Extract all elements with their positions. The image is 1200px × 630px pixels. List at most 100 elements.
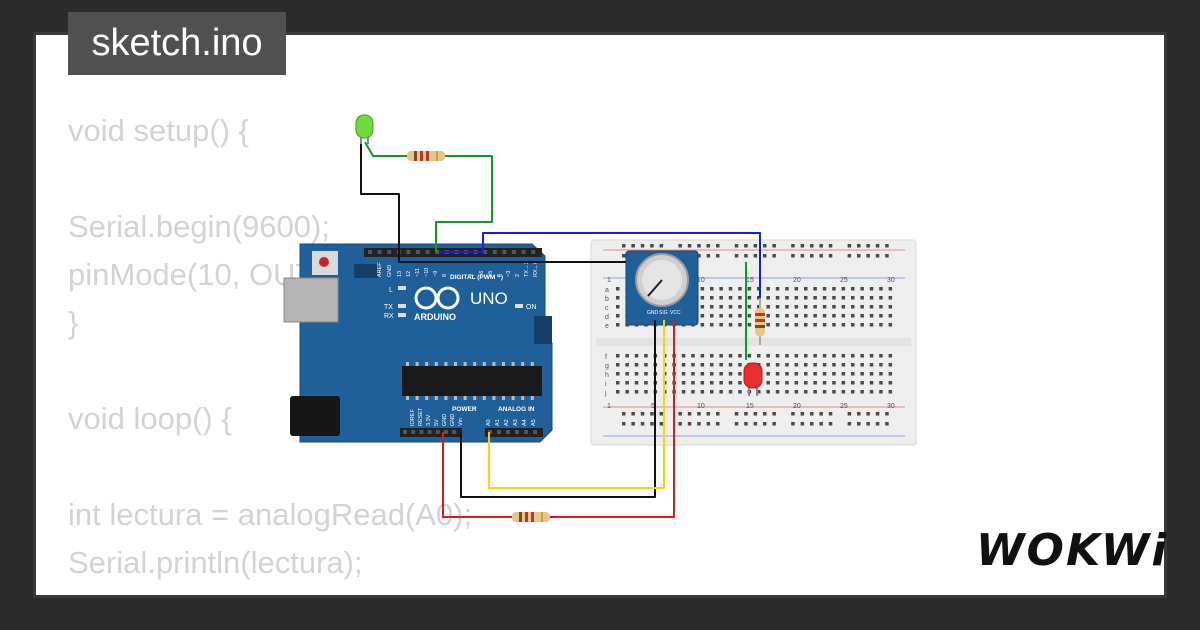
breadboard-rail-hole: [828, 244, 833, 248]
resistor-vertical[interactable]: [755, 298, 765, 345]
breadboard-hole: [832, 314, 836, 318]
breadboard-hole: [785, 381, 789, 385]
wire-blue[interactable]: [440, 232, 761, 298]
header-pin[interactable]: [502, 250, 507, 254]
breadboard-hole: [625, 354, 629, 358]
breadboard-rail-hole: [847, 422, 852, 426]
breadboard-rail-hole: [857, 244, 861, 248]
breadboard-hole: [775, 314, 780, 318]
wire-black-pot[interactable]: [460, 320, 656, 498]
breadboard-hole: [775, 296, 780, 300]
breadboard-hole: [841, 296, 846, 300]
breadboard-rail-hole: [716, 412, 720, 416]
header-pin[interactable]: [435, 250, 440, 254]
resistor-bottom[interactable]: [512, 512, 550, 522]
chip-leg: [463, 362, 467, 366]
header-pin[interactable]: [506, 430, 510, 434]
breadboard-hole: [766, 363, 770, 367]
breadboard-hole: [832, 390, 836, 394]
potentiometer[interactable]: GND SIG VCC: [625, 250, 699, 326]
breadboard-hole: [822, 390, 827, 394]
header-pin[interactable]: [515, 430, 519, 434]
header-pin[interactable]: [444, 430, 448, 434]
header-pin[interactable]: [419, 430, 424, 434]
header-pin[interactable]: [497, 430, 501, 434]
header-pin[interactable]: [533, 430, 537, 434]
breadboard-hole: [728, 287, 733, 291]
bb-col-label: 5: [651, 403, 655, 410]
breadboard-hole: [794, 314, 799, 318]
breadboard-hole: [681, 372, 686, 376]
breadboard-hole: [860, 390, 864, 394]
breadboard-hole: [691, 381, 695, 385]
header-pin[interactable]: [452, 430, 457, 434]
breadboard-hole: [700, 305, 705, 309]
wire-red-5v[interactable]: [442, 320, 675, 518]
bb-col-label: 1: [607, 277, 611, 284]
breadboard-hole: [747, 296, 752, 300]
arduino-uno[interactable]: UNO ARDUINO DIGITAL (PWM ~) POWER ANALOG…: [283, 243, 553, 443]
breadboard-hole: [804, 287, 808, 291]
breadboard-hole: [616, 354, 620, 358]
breadboard-hole: [747, 323, 752, 327]
chip-leg: [415, 362, 419, 366]
tx-led: [398, 304, 406, 308]
breadboard-hole: [804, 354, 808, 358]
breadboard-rail-hole: [810, 254, 814, 258]
pot-pin-label: VCC: [670, 310, 681, 316]
chip-leg: [511, 396, 515, 400]
reset-button[interactable]: [319, 257, 329, 267]
breadboard-hole: [700, 372, 705, 376]
breadboard-hole: [719, 305, 723, 309]
sketch-title[interactable]: sketch.ino: [68, 12, 286, 75]
breadboard-hole: [775, 354, 780, 358]
header-pin[interactable]: [416, 250, 420, 254]
bb-col-label: 20: [793, 403, 801, 410]
analog-pin-label: A4: [522, 419, 528, 426]
header-pin[interactable]: [531, 250, 536, 254]
breadboard-rail-hole: [875, 254, 880, 258]
header-pin[interactable]: [403, 430, 407, 434]
breadboard-rail-hole: [866, 422, 870, 426]
wire-yellow-a0[interactable]: [488, 320, 665, 489]
header-pin[interactable]: [521, 250, 526, 254]
breadboard-hole: [851, 381, 855, 385]
header-pin[interactable]: [368, 250, 372, 254]
breadboard-hole: [738, 296, 742, 300]
resistor-top[interactable]: [407, 151, 445, 161]
header-pin[interactable]: [406, 250, 411, 254]
breadboard-hole: [700, 381, 705, 385]
header-pin[interactable]: [492, 250, 497, 254]
code-line: void setup() {: [68, 113, 249, 148]
header-pin[interactable]: [387, 250, 392, 254]
digital-pin-label: TX→1: [524, 261, 530, 277]
breadboard-hole: [860, 381, 864, 385]
wire-black-gnd[interactable]: [360, 142, 626, 263]
header-pin[interactable]: [524, 430, 528, 434]
green-led[interactable]: [355, 114, 374, 144]
analog-pin-label: A0: [486, 419, 492, 426]
digital-pin-label: AREF: [377, 262, 383, 277]
breadboard-hole: [879, 287, 883, 291]
wire-green-led[interactable]: [364, 141, 493, 252]
header-pin[interactable]: [512, 250, 516, 254]
header-pin[interactable]: [411, 430, 416, 434]
header-pin[interactable]: [377, 250, 382, 254]
header-pin[interactable]: [435, 430, 440, 434]
chip-leg: [415, 396, 419, 400]
breadboard-hole: [738, 287, 742, 291]
red-led[interactable]: [743, 362, 763, 396]
breadboard-rail-hole: [885, 244, 889, 248]
header-pin[interactable]: [425, 250, 430, 254]
breadboard-rail-hole: [650, 244, 654, 248]
bb-col-label: 15: [746, 403, 754, 410]
breadboard-hole: [879, 296, 883, 300]
breadboard-hole: [832, 287, 836, 291]
breadboard-hole: [616, 363, 620, 367]
header-pin[interactable]: [483, 250, 488, 254]
breadboard-hole: [869, 305, 874, 309]
breadboard-rail-hole: [650, 422, 654, 426]
breadboard-hole: [888, 381, 893, 385]
header-pin[interactable]: [427, 430, 432, 434]
on-label: ON: [526, 304, 537, 311]
